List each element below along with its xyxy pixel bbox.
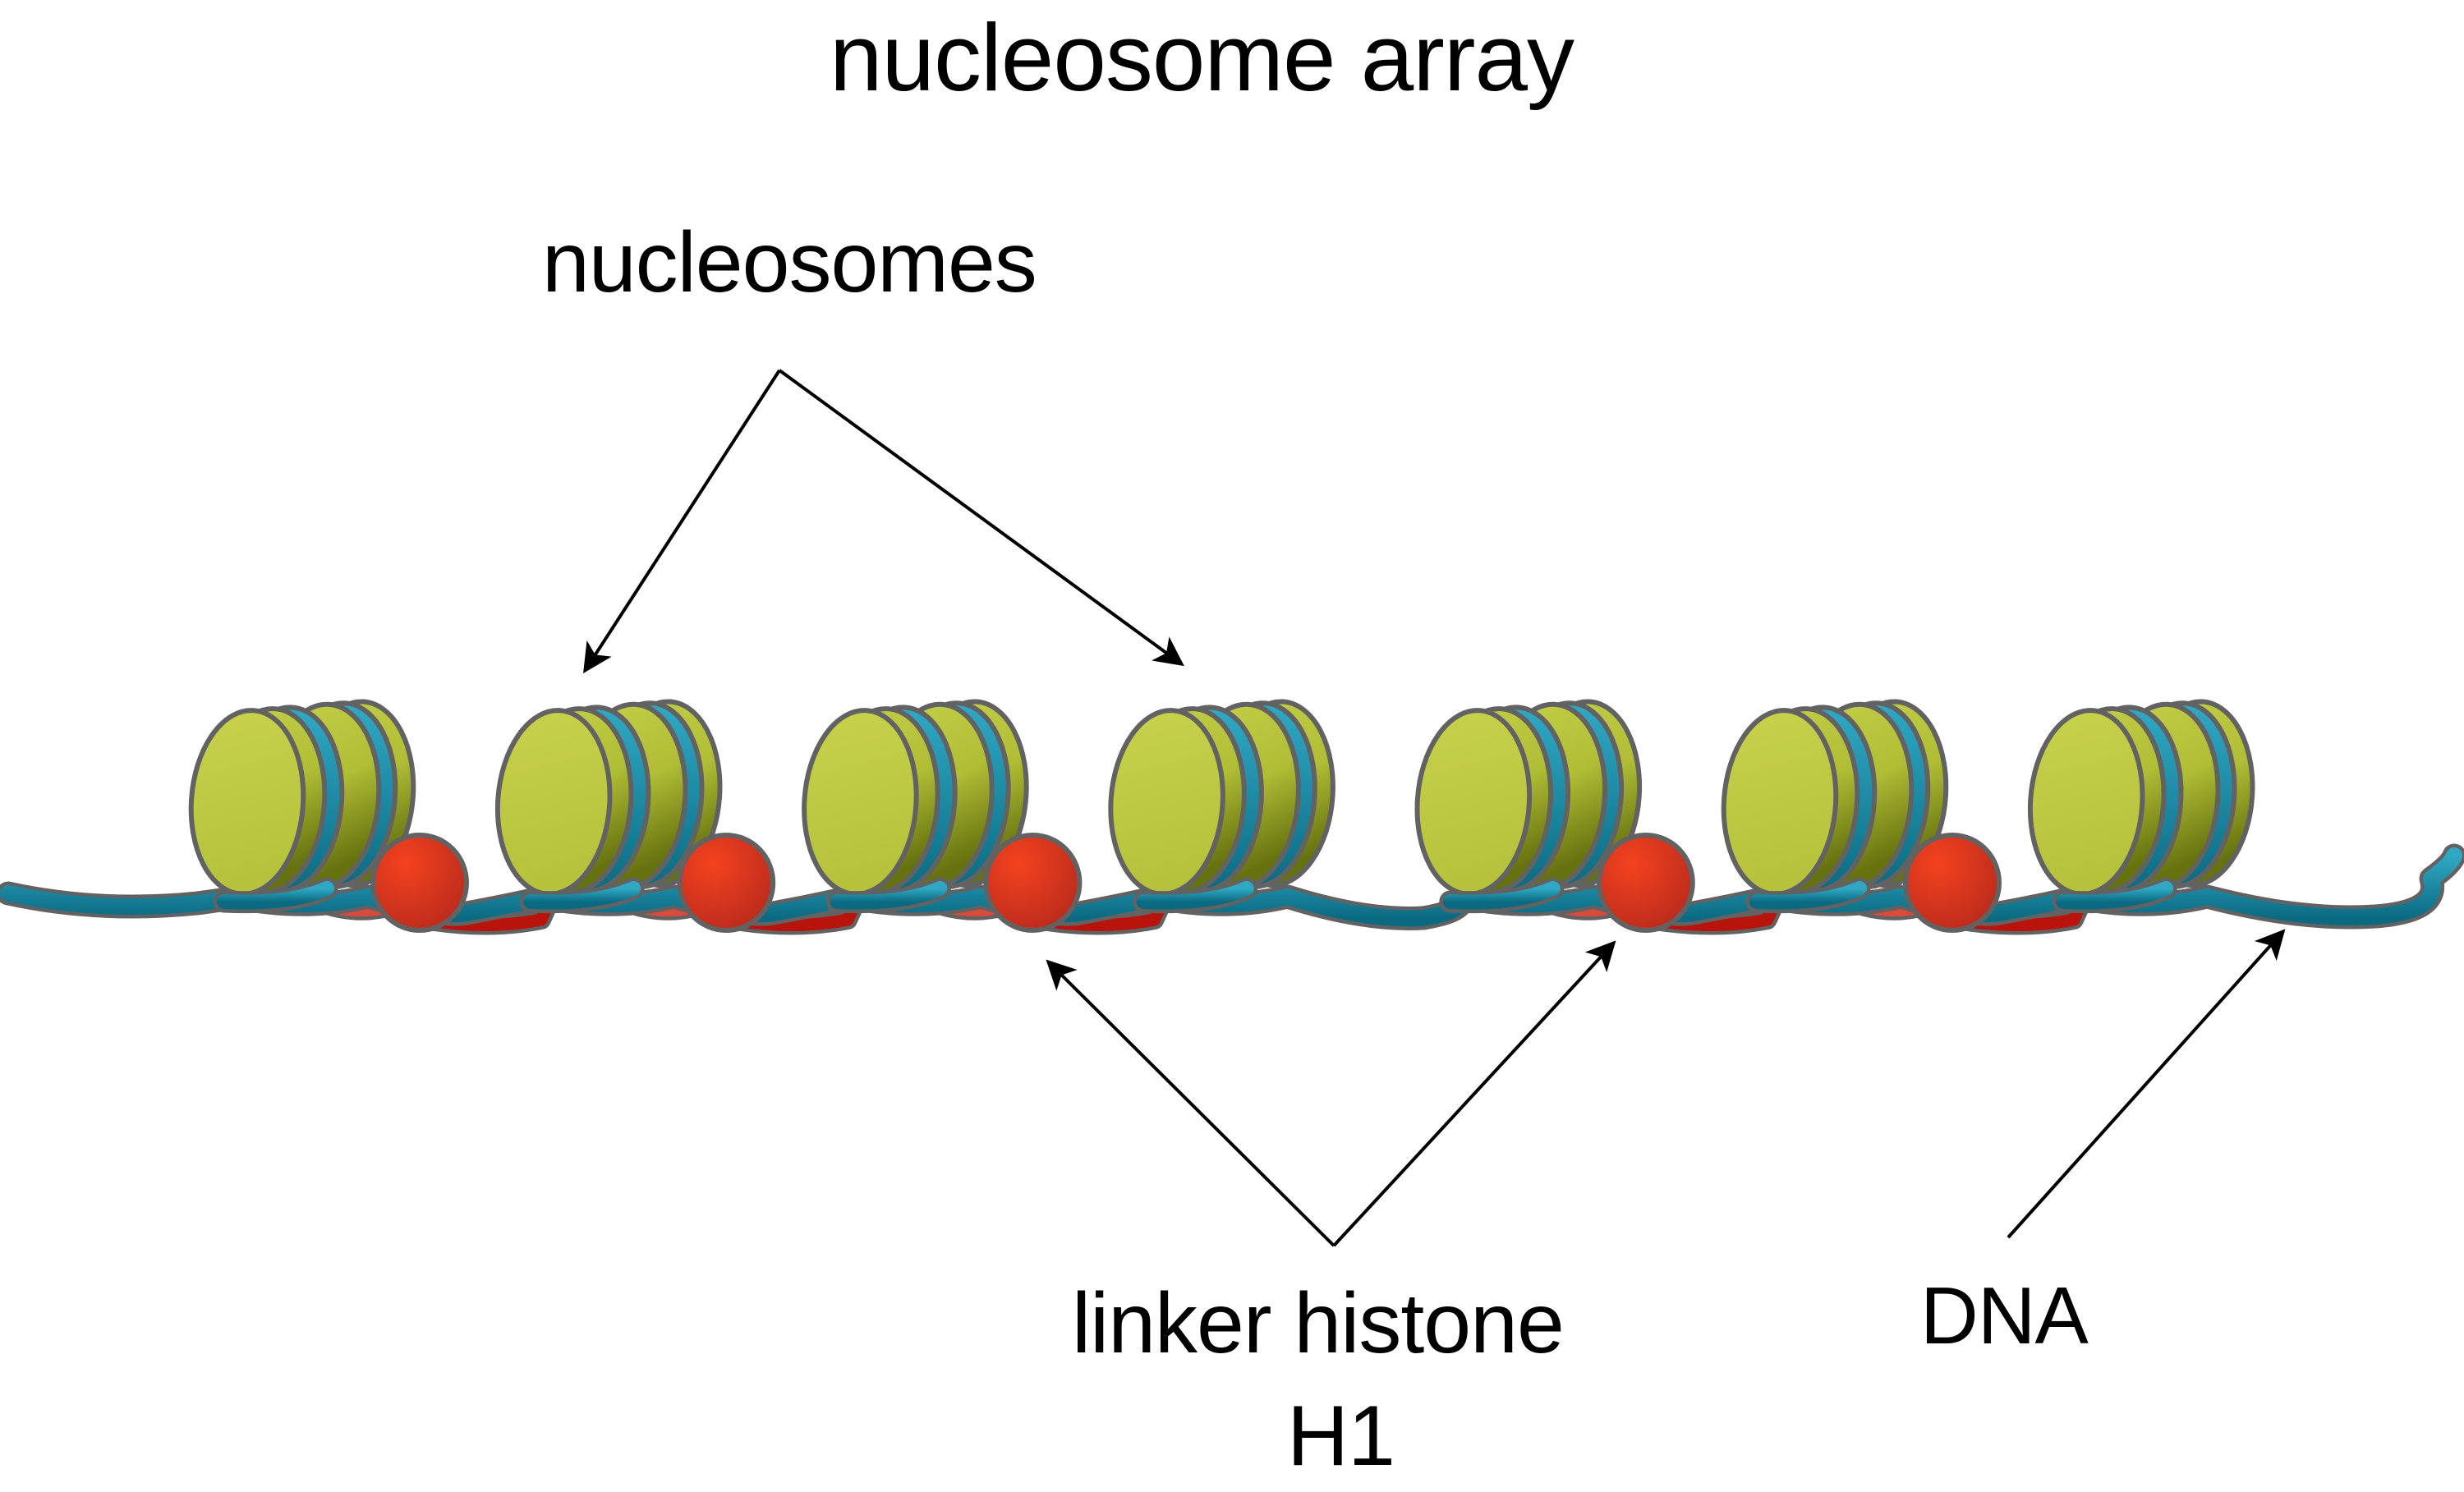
- nucleosome: [494, 699, 723, 914]
- dna-label: DNA: [1920, 1270, 2089, 1361]
- nucleosomes-label: nucleosomes: [542, 215, 1037, 310]
- nucleosome: [188, 699, 416, 914]
- dna-entry: [1745, 877, 1871, 914]
- nucleosome: [1108, 699, 1335, 914]
- dna-entry: [213, 877, 338, 914]
- arrow-to-dna: [2007, 929, 2286, 1239]
- nucleosome: [802, 699, 1029, 914]
- nucleosome: [1414, 699, 1643, 914]
- nucleosome: [1721, 699, 1949, 914]
- arrow-to-h1-5: [1332, 940, 1616, 1247]
- arrow-to-nucleosome-1: [583, 369, 781, 674]
- linker-histone-h1: [1596, 833, 1695, 933]
- linker-histone-label: linker histone: [1072, 1276, 1565, 1371]
- diagram-title: nucleosome array: [830, 4, 1574, 111]
- dna-entry: [1439, 877, 1565, 914]
- h1-label: H1: [1287, 1389, 1395, 1484]
- linker-histone-h1: [677, 833, 776, 933]
- arrow-to-nucleosome-4: [778, 369, 1184, 667]
- dna-entry: [519, 877, 645, 914]
- dna-entry: [825, 877, 951, 914]
- linker-histone-h1: [1903, 833, 2002, 933]
- nucleosomes-group: [188, 699, 2255, 914]
- linker-histone-h1: [370, 833, 469, 933]
- dna-entry: [2052, 877, 2177, 914]
- annotation-arrows: [583, 369, 2286, 1247]
- dna-entry: [1133, 877, 1258, 914]
- arrow-to-h1-3: [1046, 959, 1335, 1247]
- linker-histone-h1: [983, 833, 1083, 933]
- nucleosome: [2027, 699, 2255, 914]
- linker-histones-group: [370, 833, 2002, 933]
